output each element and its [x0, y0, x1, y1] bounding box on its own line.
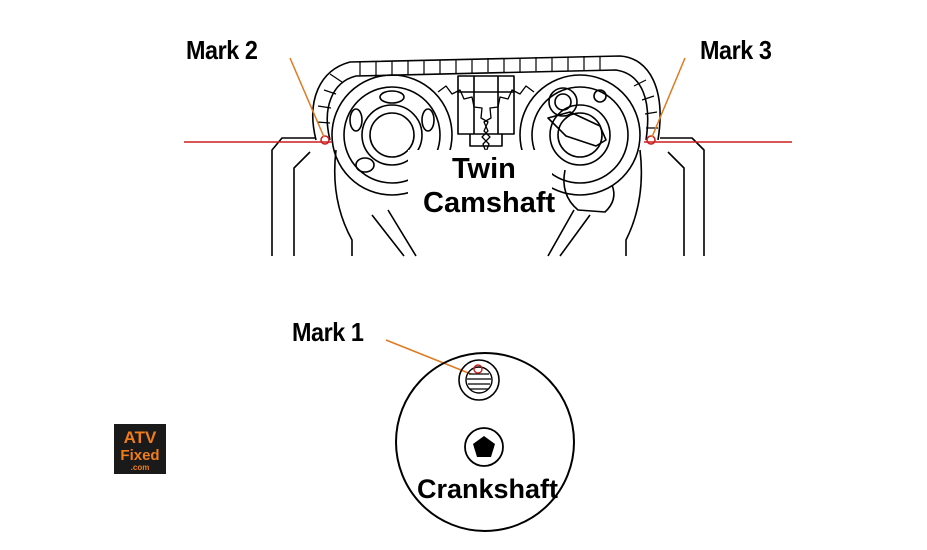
- timing-chain-links: [316, 56, 658, 129]
- right-cam-bolt-center: [554, 93, 572, 111]
- center-block-detail: [458, 76, 514, 147]
- mark1-indicator: [473, 364, 483, 374]
- mark2-leader: [289, 57, 325, 138]
- crankshaft-assembly: [395, 352, 575, 532]
- crank-center-ring: [464, 427, 504, 467]
- right-cam-lever: [547, 111, 607, 147]
- crank-sprocket-outer: [458, 359, 500, 401]
- leader-lines: [289, 57, 686, 375]
- camshaft-assembly: [271, 55, 705, 257]
- left-cam-sprocket-inner: [343, 86, 441, 184]
- right-cam-sprocket: [519, 74, 641, 196]
- head-lower-shape-right: [625, 149, 643, 256]
- left-cam-sprocket: [331, 74, 453, 196]
- mark3-leader: [651, 57, 686, 138]
- crank-sprocket-teeth: [467, 373, 491, 390]
- timing-chain-inner: [326, 69, 649, 141]
- center-block: [457, 75, 515, 135]
- head-bridge-right: [547, 209, 591, 257]
- crankshaft-label: Crankshaft: [417, 474, 559, 504]
- crank-center-bolt: [473, 436, 495, 457]
- logo-line2: Fixed: [120, 447, 159, 464]
- cylinder-head-inner: [293, 151, 685, 256]
- mark1-label: Mark 1: [292, 317, 364, 347]
- crankshaft-disc: [395, 352, 575, 532]
- atv-fixed-logo: ATV Fixed .com: [114, 424, 166, 474]
- label-backing: [408, 150, 552, 224]
- right-cam-bolt-head: [548, 87, 578, 117]
- right-cam-hub-inner: [557, 112, 603, 158]
- timing-chain-outer: [312, 55, 661, 141]
- mark2-indicator: [320, 135, 330, 145]
- mark3-label: Mark 3: [700, 35, 772, 65]
- camshaft-label: Camshaft: [423, 187, 556, 219]
- twin-label: Twin: [452, 153, 516, 185]
- left-cam-hub-outer: [361, 104, 423, 166]
- head-lower-shape-left: [333, 149, 353, 256]
- mark3-indicator: [646, 135, 656, 145]
- logo-line3: .com: [131, 463, 150, 472]
- left-cam-hub-inner: [369, 112, 415, 158]
- mark1-leader: [385, 339, 472, 375]
- crank-sprocket-inner: [465, 366, 493, 394]
- head-bridge-left: [371, 209, 417, 257]
- center-gear-teeth-right: [481, 85, 535, 165]
- cylinder-head-outline: [271, 137, 705, 256]
- logo-line1: ATV: [124, 428, 157, 447]
- right-cam-lower-arm: [563, 169, 615, 213]
- mark2-label: Mark 2: [186, 35, 258, 65]
- right-cam-sprocket-inner: [531, 86, 629, 184]
- camshaft-reference-line: [184, 135, 792, 145]
- right-cam-hub-outer: [549, 104, 611, 166]
